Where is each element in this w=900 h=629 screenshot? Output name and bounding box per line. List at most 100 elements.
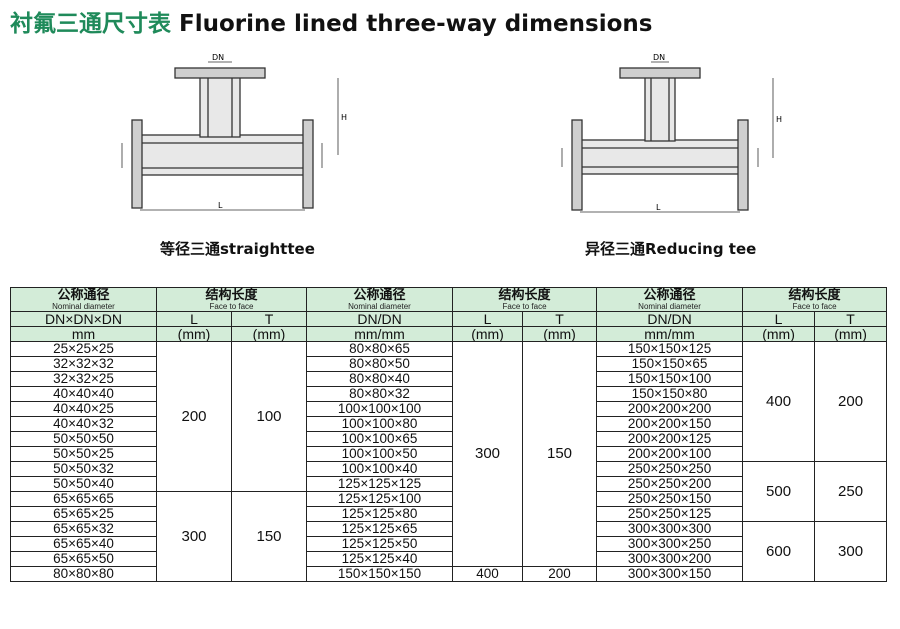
dn-header: DN/DN — [306, 311, 454, 327]
dim-cell: 40×40×40 — [10, 386, 157, 402]
header-row-3: mm (mm) (mm) mm/mm (mm) (mm) mm/mm (mm) … — [10, 326, 888, 342]
straight-tee-drawing: DN H L — [121, 53, 347, 211]
dim-cell: 150×150×150 — [306, 566, 454, 582]
dim-cell: 100×100×100 — [306, 401, 454, 417]
t-cell: 100 — [230, 341, 308, 492]
dim-cell: 65×65×25 — [10, 506, 157, 522]
t-header: T — [230, 311, 308, 327]
t-cell: 200 — [814, 341, 888, 462]
dn-header: DN/DN — [596, 311, 744, 327]
l-cell: 500 — [742, 461, 816, 522]
dim-cell: 80×80×65 — [306, 341, 454, 357]
l-cell: 200 — [156, 341, 232, 492]
dim-cell: 40×40×25 — [10, 401, 157, 417]
h-label: H — [341, 113, 347, 122]
unit-header: (mm) — [742, 326, 816, 342]
l-header: L — [742, 311, 816, 327]
l-label: L — [656, 203, 661, 212]
l-header: L — [156, 311, 232, 327]
dim-cell: 150×150×80 — [596, 386, 744, 402]
l-header: L — [452, 311, 524, 327]
dim-cell: 200×200×150 — [596, 416, 744, 432]
l-cell: 300 — [452, 341, 524, 567]
l-cell: 400 — [452, 566, 524, 582]
table-row: 25×25×25 200 100 80×80×65 300 150 150×15… — [10, 341, 888, 567]
dim-cell: 80×80×32 — [306, 386, 454, 402]
dim-cell: 150×150×65 — [596, 356, 744, 372]
reducing-tee-caption: 异径三通Reducing tee — [585, 240, 757, 258]
dn-label: DN — [653, 53, 665, 62]
title-cn: 衬氟三通尺寸表 — [10, 11, 171, 37]
dim-cell: 100×100×80 — [306, 416, 454, 432]
header-row-2: DN×DN×DN L T DN/DN L T DN/DN L T — [10, 311, 888, 327]
table-row: 32×32×32 80×80×50 150×150×65 — [10, 356, 887, 372]
t-cell: 250 — [814, 461, 888, 522]
t-cell: 150 — [230, 491, 308, 582]
dim-cell: 200×200×125 — [596, 431, 744, 447]
l-cell: 300 — [156, 491, 232, 582]
unit-header: (mm) — [522, 326, 598, 342]
unit-header: (mm) — [814, 326, 888, 342]
dim-cell: 250×250×150 — [596, 491, 744, 507]
page-title: 衬氟三通尺寸表 Fluorine lined three-way dimensi… — [10, 4, 652, 38]
dim-cell: 50×50×40 — [10, 476, 157, 492]
t-header: T — [814, 311, 888, 327]
l-cell: 600 — [742, 521, 816, 582]
reducing-tee-drawing: DN H L — [561, 53, 782, 213]
dim-cell: 65×65×40 — [10, 536, 157, 552]
dim-cell: 65×65×50 — [10, 551, 157, 567]
dim-cell: 80×80×80 — [10, 566, 157, 582]
dim-cell: 250×250×250 — [596, 461, 744, 477]
dim-cell: 100×100×50 — [306, 446, 454, 462]
h-label: H — [776, 115, 782, 124]
dim-cell: 300×300×300 — [596, 521, 744, 537]
dim-cell: 32×32×32 — [10, 356, 157, 372]
t-cell: 150 — [522, 341, 598, 567]
table-row: 80×80×80 150×150×150 400 200 300×300×150 — [10, 566, 887, 582]
dim-cell: 250×250×200 — [596, 476, 744, 492]
table-row: 65×65×32 125×125×65 300×300×300 600 300 — [10, 521, 888, 582]
dim-cell: 125×125×40 — [306, 551, 454, 567]
dim-cell: 80×80×40 — [306, 371, 454, 387]
dim-cell: 40×40×32 — [10, 416, 157, 432]
dim-cell: 50×50×32 — [10, 461, 157, 477]
dim-cell: 200×200×100 — [596, 446, 744, 462]
unit-header: mm/mm — [306, 326, 454, 342]
unit-header: mm/mm — [596, 326, 744, 342]
dim-cell: 125×125×50 — [306, 536, 454, 552]
dn-header: DN×DN×DN — [10, 311, 157, 327]
t-header: T — [522, 311, 598, 327]
l-cell: 400 — [742, 341, 816, 462]
table-row: 65×65×65 300 150 125×125×100 250×250×150 — [10, 491, 887, 582]
dim-cell: 100×100×65 — [306, 431, 454, 447]
dim-cell: 300×300×250 — [596, 536, 744, 552]
table-row: 50×50×32 100×100×40 250×250×250 500 250 — [10, 461, 888, 522]
table-row: 65×65×50 125×125×40 300×300×200 — [10, 551, 887, 567]
unit-header: (mm) — [452, 326, 524, 342]
unit-header: (mm) — [156, 326, 232, 342]
l-label: L — [218, 201, 223, 210]
dim-cell: 150×150×100 — [596, 371, 744, 387]
dim-cell: 300×300×200 — [596, 551, 744, 567]
dn-label: DN — [212, 53, 224, 62]
dim-cell: 125×125×100 — [306, 491, 454, 507]
dim-cell: 125×125×65 — [306, 521, 454, 537]
dim-cell: 250×250×125 — [596, 506, 744, 522]
t-cell: 300 — [814, 521, 888, 582]
unit-header: mm — [10, 326, 157, 342]
dim-cell: 50×50×50 — [10, 431, 157, 447]
dim-cell: 25×25×25 — [10, 341, 157, 357]
dim-cell: 80×80×50 — [306, 356, 454, 372]
dim-cell: 65×65×65 — [10, 491, 157, 507]
unit-header: (mm) — [230, 326, 308, 342]
